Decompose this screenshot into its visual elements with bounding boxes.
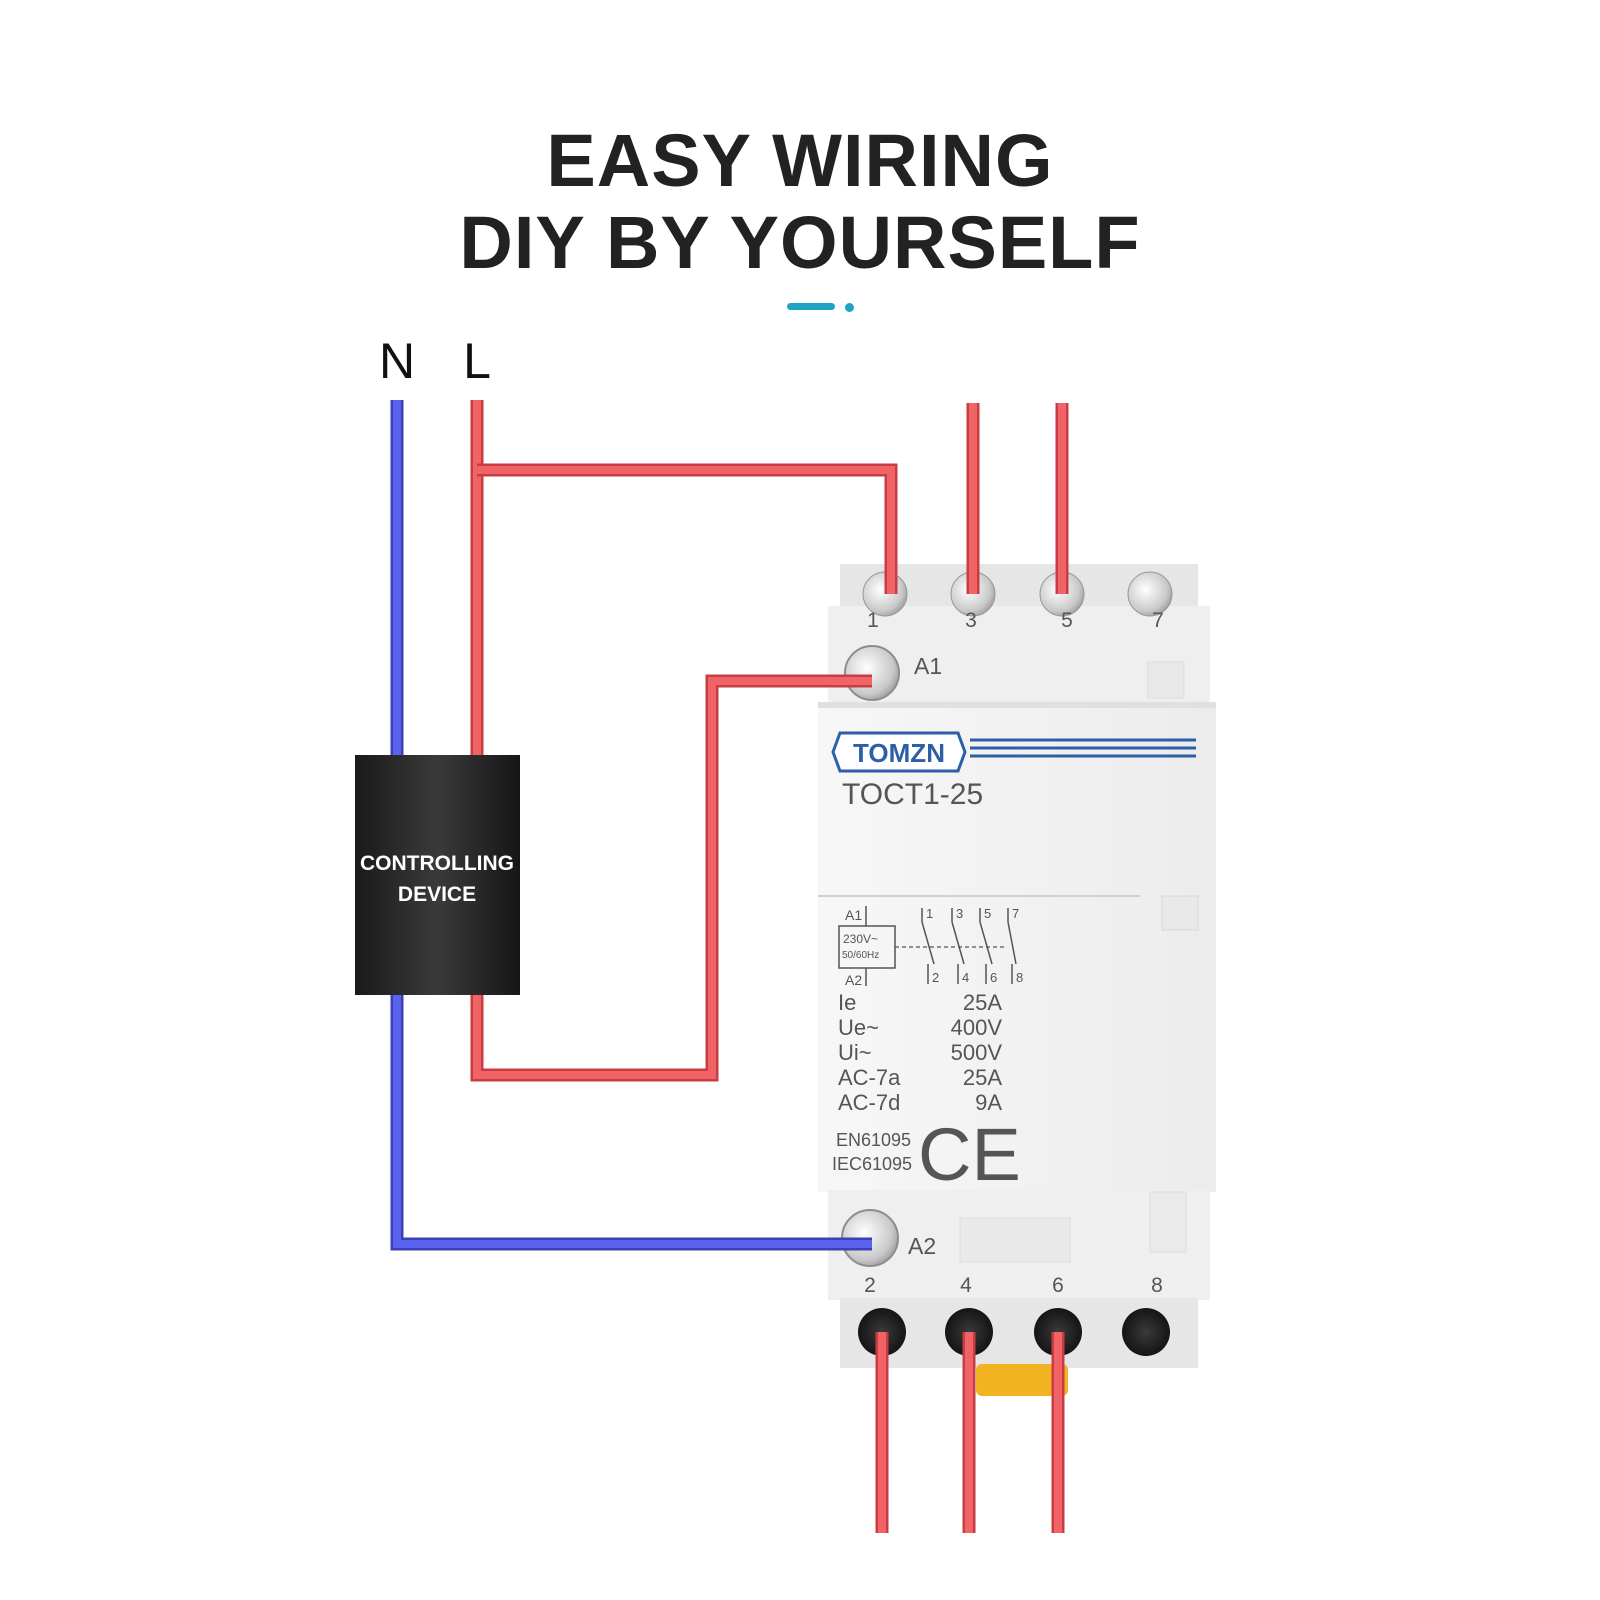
schematic-contact-4: 4 bbox=[962, 970, 969, 985]
rating-value-ac7d: 9A bbox=[975, 1090, 1002, 1115]
schematic-a1: A1 bbox=[845, 907, 862, 923]
rating-value-ie: 25A bbox=[963, 990, 1002, 1015]
neutral-label: N bbox=[379, 333, 415, 389]
coil-screw-a1 bbox=[844, 645, 900, 701]
ratings-table: Ie 25A Ue~ 400V Ui~ 500V AC-7a 25A AC-7d… bbox=[838, 990, 1002, 1115]
standard-iec: IEC61095 bbox=[832, 1154, 912, 1174]
din-clip bbox=[976, 1364, 1068, 1396]
terminal-label-top-5: 5 bbox=[1061, 609, 1073, 632]
controlling-device: CONTROLLING DEVICE bbox=[355, 755, 520, 995]
controlling-device-box bbox=[355, 755, 520, 995]
terminal-label-top-1: 1 bbox=[867, 609, 879, 632]
schematic-contact-8: 8 bbox=[1016, 970, 1023, 985]
status-indicator bbox=[1161, 895, 1199, 931]
brand-name: TOMZN bbox=[853, 738, 945, 768]
terminal-label-top-7: 7 bbox=[1152, 609, 1164, 632]
schematic-a2: A2 bbox=[845, 972, 862, 988]
screw-7 bbox=[1127, 571, 1173, 617]
coil-label-a2: A2 bbox=[908, 1233, 936, 1259]
main-body bbox=[818, 702, 1216, 1192]
standard-en: EN61095 bbox=[836, 1130, 911, 1150]
rating-value-ac7a: 25A bbox=[963, 1065, 1002, 1090]
schematic-contact-6: 6 bbox=[990, 970, 997, 985]
terminal-label-top-3: 3 bbox=[965, 609, 977, 632]
schematic-coil-voltage: 230V~ bbox=[843, 932, 878, 946]
coil-label-a1: A1 bbox=[914, 653, 942, 679]
schematic-contact-5: 5 bbox=[984, 906, 991, 921]
title-accent-bar bbox=[787, 303, 835, 310]
rating-value-ui: 500V bbox=[951, 1040, 1003, 1065]
schematic-contact-7: 7 bbox=[1012, 906, 1019, 921]
brand-logo: TOMZN bbox=[831, 731, 1196, 773]
terminal-label-bottom-8: 8 bbox=[1151, 1274, 1163, 1297]
live-wire-terminal-1 bbox=[477, 466, 895, 594]
live-label: L bbox=[463, 333, 491, 389]
terminal-label-bottom-4: 4 bbox=[960, 1274, 972, 1297]
schematic-contact-1: 1 bbox=[926, 906, 933, 921]
neutral-wire bbox=[393, 400, 872, 1248]
title-line-1: EASY WIRING bbox=[546, 119, 1054, 202]
title-accent-dot bbox=[845, 303, 854, 312]
rating-label-ui: Ui~ bbox=[838, 1040, 872, 1065]
rating-value-ue: 400V bbox=[951, 1015, 1003, 1040]
schematic-contact-2: 2 bbox=[932, 970, 939, 985]
schematic-coil-freq: 50/60Hz bbox=[842, 950, 879, 961]
contactor: 1 3 5 7 A1 A2 2 4 6 8 bbox=[818, 564, 1216, 1396]
terminal-label-bottom-2: 2 bbox=[864, 1274, 876, 1297]
title-line-2: DIY BY YOURSELF bbox=[459, 201, 1141, 284]
rating-label-ac7d: AC-7d bbox=[838, 1090, 900, 1115]
screw-8 bbox=[1122, 1308, 1170, 1356]
terminal-label-bottom-6: 6 bbox=[1052, 1274, 1064, 1297]
ce-mark: CE bbox=[918, 1113, 1021, 1196]
controlling-device-label-1: CONTROLLING bbox=[360, 852, 514, 875]
live-wire-switched bbox=[473, 400, 872, 1079]
rating-label-ue: Ue~ bbox=[838, 1015, 879, 1040]
controlling-device-label-2: DEVICE bbox=[398, 883, 476, 906]
schematic-contact-3: 3 bbox=[956, 906, 963, 921]
rating-label-ie: Ie bbox=[838, 990, 856, 1015]
contact-schematic: A1 230V~ 50/60Hz A2 bbox=[838, 906, 1023, 988]
model-name: TOCT1-25 bbox=[842, 778, 983, 811]
rating-label-ac7a: AC-7a bbox=[838, 1065, 901, 1090]
